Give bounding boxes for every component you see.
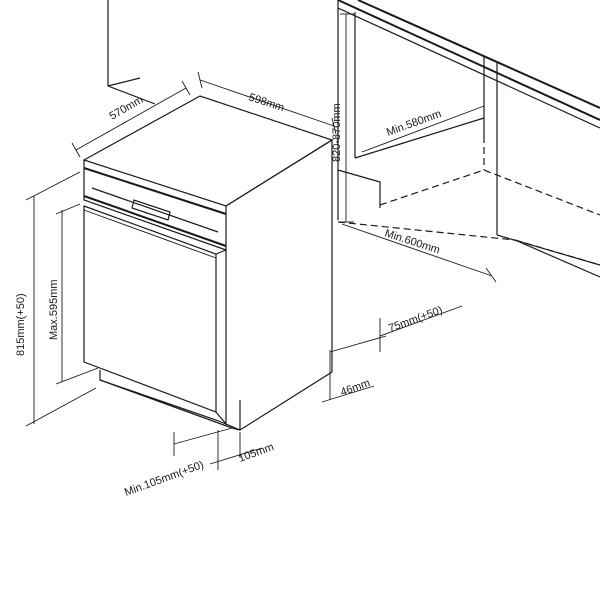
countertop-top-edge [357,0,600,109]
dim-plinth-adjust-line [379,305,463,337]
dim-height-ext-top [25,171,81,201]
dim-niche-depth [361,105,485,153]
control-panel-area [83,160,227,251]
control-panel-bottom-edge [83,195,227,247]
countertop-underside [337,0,600,129]
niche-floor-back [379,169,600,216]
dim-niche-width-tick [485,267,497,283]
dishwasher-side [225,138,333,431]
plinth-base [99,379,241,431]
floor-line-right [514,239,600,266]
dim-depth-tick-a [71,142,81,158]
dim-niche-depth-line [361,105,485,153]
upper-left-cabinet [107,0,156,105]
label-niche-depth: Min.580mm [385,108,443,139]
label-width: 598mm [247,91,286,114]
dim-door-ext-top [55,203,81,215]
plinth-front [99,370,227,425]
dim-height-ext-bottom [25,387,97,427]
control-panel-groove [91,187,219,233]
niche-back-bottom [354,117,485,159]
dim-plinth-height-line [209,447,263,465]
dim-niche-width-line [341,223,493,277]
dim-width [197,71,337,135]
dim-door [55,203,99,385]
label-height-total: 815mm(+50) [15,293,27,356]
upper-left-cabinet-base [107,77,141,87]
dim-plinth-height [209,430,263,470]
countertop-front-edge [337,0,600,121]
label-plinth-height: 105mm [237,441,276,465]
dim-plinth-gap [321,335,387,403]
door-right-edge [215,249,227,426]
dishwasher [82,95,334,431]
left-cabinet-side [337,8,381,208]
dim-depth [71,80,191,158]
right-cabinet-plinth [514,239,600,278]
dim-width-tick-a [197,71,203,89]
label-door-max: Max.595mm [48,279,60,340]
dim-plinth-min-line [173,427,233,445]
dim-depth-line [75,87,187,151]
door-top-edge [83,209,217,259]
label-niche-width: Min.600mm [383,227,441,256]
dim-plinth-gap-top [329,335,387,353]
dim-plinth-gap-line [321,385,375,403]
label-depth: 570mm [108,94,146,123]
dim-plinth-min [173,427,233,456]
dim-niche-width [341,223,497,283]
dim-height [25,171,97,427]
dim-width-tick-b [331,117,337,135]
dim-plinth-adjust [379,305,463,352]
display-window [131,199,171,221]
floor-line-dashed [337,221,516,241]
dim-niche-height [340,13,354,223]
dim-door-ext-bottom [55,367,99,385]
control-panel-top-edge [83,167,227,215]
dim-depth-tick-b [181,80,191,96]
label-niche-height: 820-870mm [331,103,343,162]
label-plinth-min: Min.105mm(+50) [123,459,206,499]
label-plinth-adjust: 75mm(+50) [387,304,444,335]
kitchen-cabinet [107,0,600,278]
label-plinth-gap: 46mm [339,377,372,399]
dim-width-line [199,79,335,127]
